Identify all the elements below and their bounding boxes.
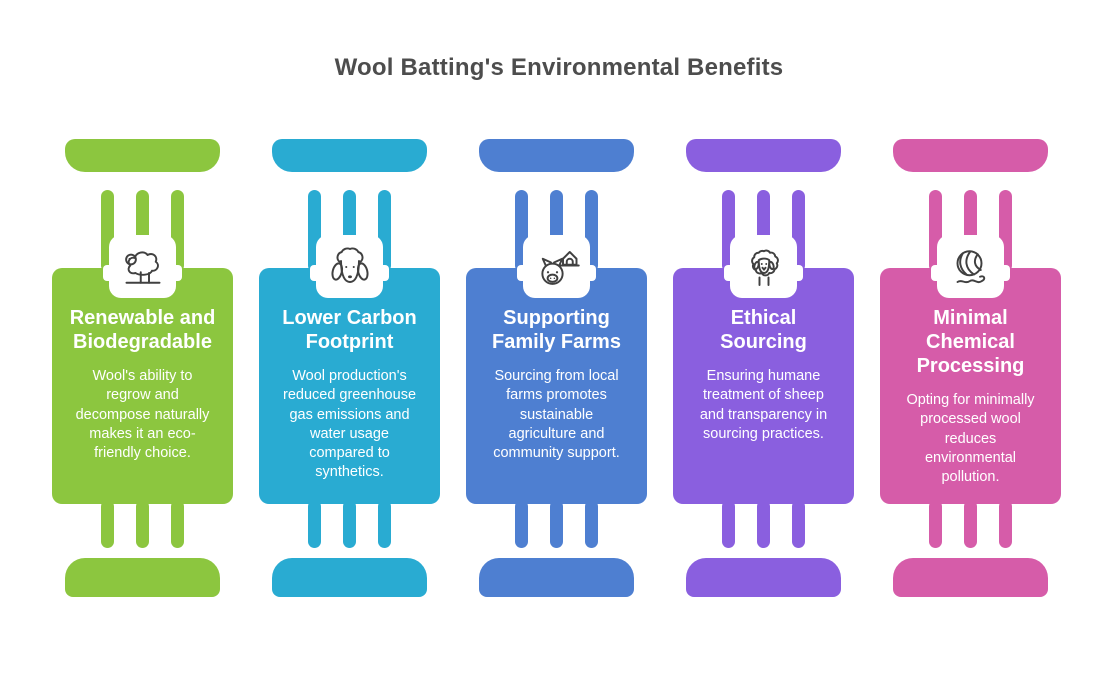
column-bar [585,500,598,548]
icon-tile [310,235,389,298]
benefit-card: Supporting Family Farms Sourcing from lo… [466,268,647,504]
column-base [272,558,427,597]
benefit-card: Ethical Sourcing Ensuring humane treatme… [673,268,854,504]
column-bar [722,500,735,548]
benefit-card: Lower Carbon Footprint Wool production's… [259,268,440,504]
column-base [65,558,220,597]
column-bar [378,500,391,548]
pig-and-barn-icon [531,243,583,291]
column-bar [136,500,149,548]
pillar-row: Renewable and Biodegradable Wool's abili… [39,0,1074,676]
column-bar [550,500,563,548]
sheep-standing-icon [117,243,169,291]
column-bar [171,500,184,548]
icon-tile [931,235,1010,298]
column-base [686,558,841,597]
column-base [893,558,1048,597]
column-cap [479,139,634,172]
benefit-title: Ethical Sourcing [720,307,807,353]
infographic-title: Wool Batting's Environmental Benefits [334,54,784,81]
benefit-description: Wool production's reduced greenhouse gas… [282,368,417,481]
column-bar [792,500,805,548]
pillar-column-supporting-family-farms: Supporting Family Farms Sourcing from lo… [453,0,660,676]
column-cap [272,139,427,172]
pillar-column-renewable-biodegradable: Renewable and Biodegradable Wool's abili… [39,0,246,676]
column-cap [686,139,841,172]
column-cap [65,139,220,172]
column-base [479,558,634,597]
yarn-ball-icon [945,243,997,291]
benefit-title: Lower Carbon Footprint [282,307,417,353]
benefit-card: Minimal Chemical Processing Opting for m… [880,268,1061,504]
benefit-title: Renewable and Biodegradable [69,307,216,353]
sheep-head-icon [324,243,376,291]
column-bar [343,500,356,548]
column-bar [308,500,321,548]
benefit-description: Ensuring humane treatment of sheep and t… [699,368,828,442]
icon-tile [517,235,596,298]
fluffy-sheep-icon [738,243,790,291]
column-bar [999,500,1012,548]
column-bar [101,500,114,548]
benefit-title: Supporting Family Farms [492,307,621,353]
column-cap [893,139,1048,172]
column-bar [929,500,942,548]
benefit-description: Opting for minimally processed wool redu… [906,392,1035,486]
pillar-column-lower-carbon-footprint: Lower Carbon Footprint Wool production's… [246,0,453,676]
benefit-description: Wool's ability to regrow and decompose n… [75,368,210,462]
icon-tile [103,235,182,298]
benefit-card: Renewable and Biodegradable Wool's abili… [52,268,233,504]
icon-tile [724,235,803,298]
column-bar [757,500,770,548]
benefit-description: Sourcing from local farms promotes susta… [493,368,620,462]
column-bar [964,500,977,548]
pillar-column-ethical-sourcing: Ethical Sourcing Ensuring humane treatme… [660,0,867,676]
pillar-column-minimal-chemical-processing: Minimal Chemical Processing Opting for m… [867,0,1074,676]
column-bar [515,500,528,548]
benefit-title: Minimal Chemical Processing [916,307,1025,377]
